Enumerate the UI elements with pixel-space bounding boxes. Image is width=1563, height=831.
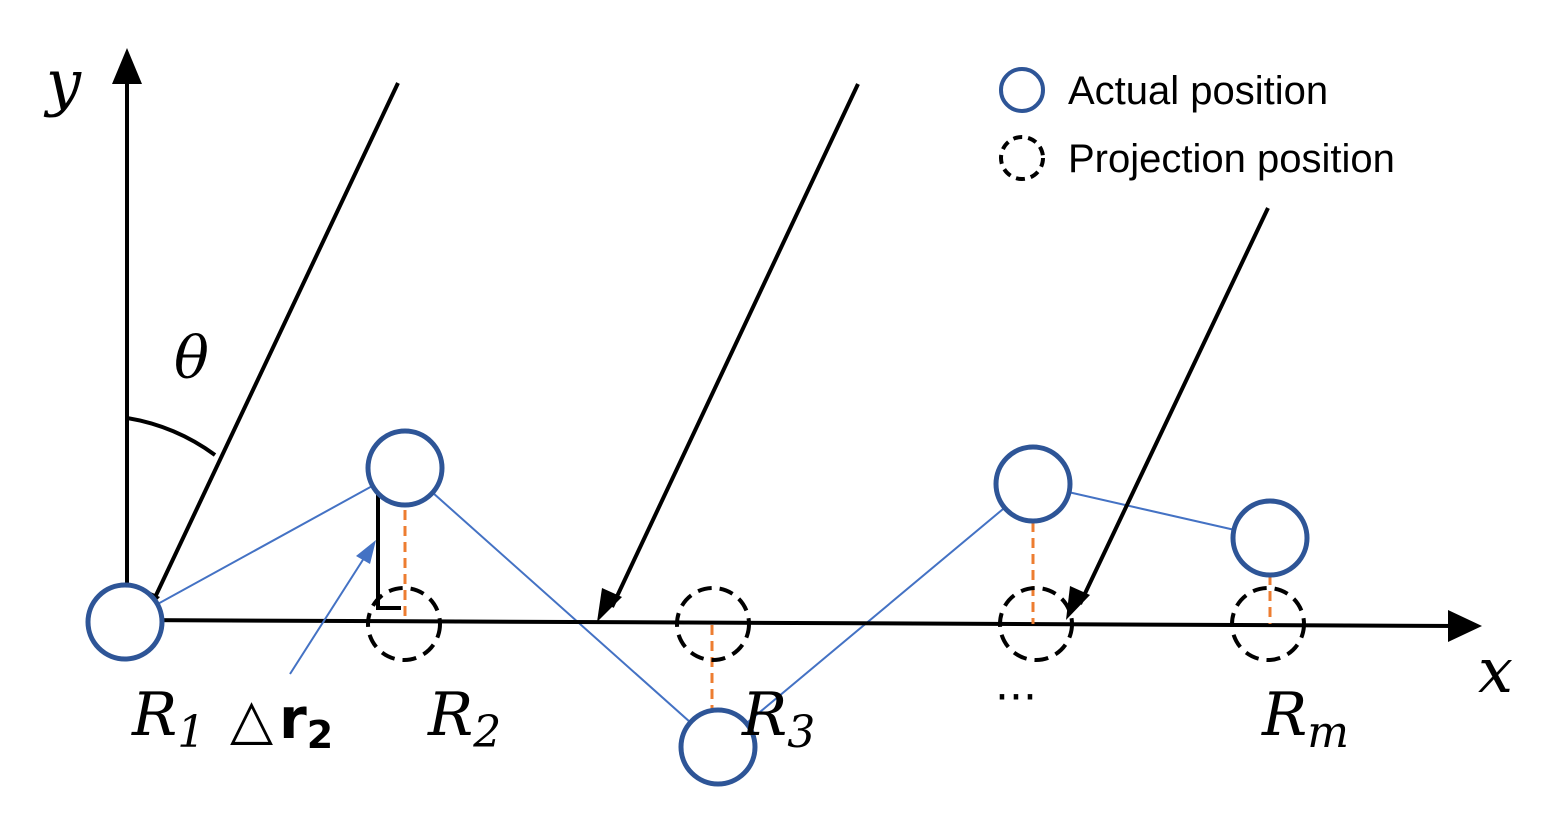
receiver-r3-name: R <box>741 680 787 750</box>
receiver-rm-name: R <box>1261 680 1307 750</box>
receiver-rm-sub: m <box>1307 707 1349 758</box>
actual-circle-r3 <box>678 707 758 787</box>
projection-circle-r4 <box>998 586 1074 662</box>
receiver-ellipsis: ··· <box>995 672 1037 723</box>
offset-label: △r2 <box>230 687 333 757</box>
offset-delta-symbol: △ <box>230 687 273 752</box>
receiver-label-r2: R2 <box>427 680 501 758</box>
receiver-r2-name: R <box>427 680 473 750</box>
incident-ray-2 <box>610 83 860 608</box>
legend-actual-label: Actual position <box>1068 69 1328 113</box>
receiver-r1-sub: 1 <box>177 707 205 758</box>
offset-pointer <box>289 554 367 675</box>
theta-label: θ <box>174 324 209 392</box>
legend: Actual position Projection position <box>999 67 1395 181</box>
projection-circle-r3 <box>675 586 751 662</box>
receiver-label-r3: R3 <box>741 680 815 758</box>
receiver-r1-name: R <box>131 680 177 750</box>
receiver-r3-sub: 3 <box>787 707 815 758</box>
offset-r-symbol: r <box>279 687 307 752</box>
theta-arc <box>126 416 217 457</box>
offset-pointer-head <box>356 540 376 564</box>
projection-circle-rm <box>1230 586 1306 662</box>
x-axis-label: x <box>1478 634 1513 707</box>
legend-actual-symbol <box>999 67 1045 113</box>
y-axis-arrowhead <box>112 48 142 84</box>
legend-projection-symbol <box>999 135 1045 181</box>
y-axis-label: y <box>43 46 82 119</box>
legend-projection-label: Projection position <box>1068 137 1395 181</box>
projection-circle-r2 <box>366 586 442 662</box>
actual-circle-r4 <box>993 444 1073 524</box>
offset-subscript: 2 <box>307 713 333 757</box>
receiver-label-r1: R1 <box>131 680 205 758</box>
receiver-r2-sub: 2 <box>472 707 501 758</box>
incident-ray-2-head <box>597 588 622 622</box>
actual-circle-r1 <box>85 582 165 662</box>
x-axis <box>126 618 1461 628</box>
receiver-label-rm: Rm <box>1261 680 1349 758</box>
incident-ray-3-head <box>1066 586 1090 620</box>
incident-ray-3 <box>1078 207 1270 605</box>
x-axis-arrowhead <box>1448 610 1482 642</box>
incident-ray-1 <box>148 82 400 609</box>
actual-circle-r2 <box>365 428 445 508</box>
actual-circle-rm <box>1230 498 1310 578</box>
